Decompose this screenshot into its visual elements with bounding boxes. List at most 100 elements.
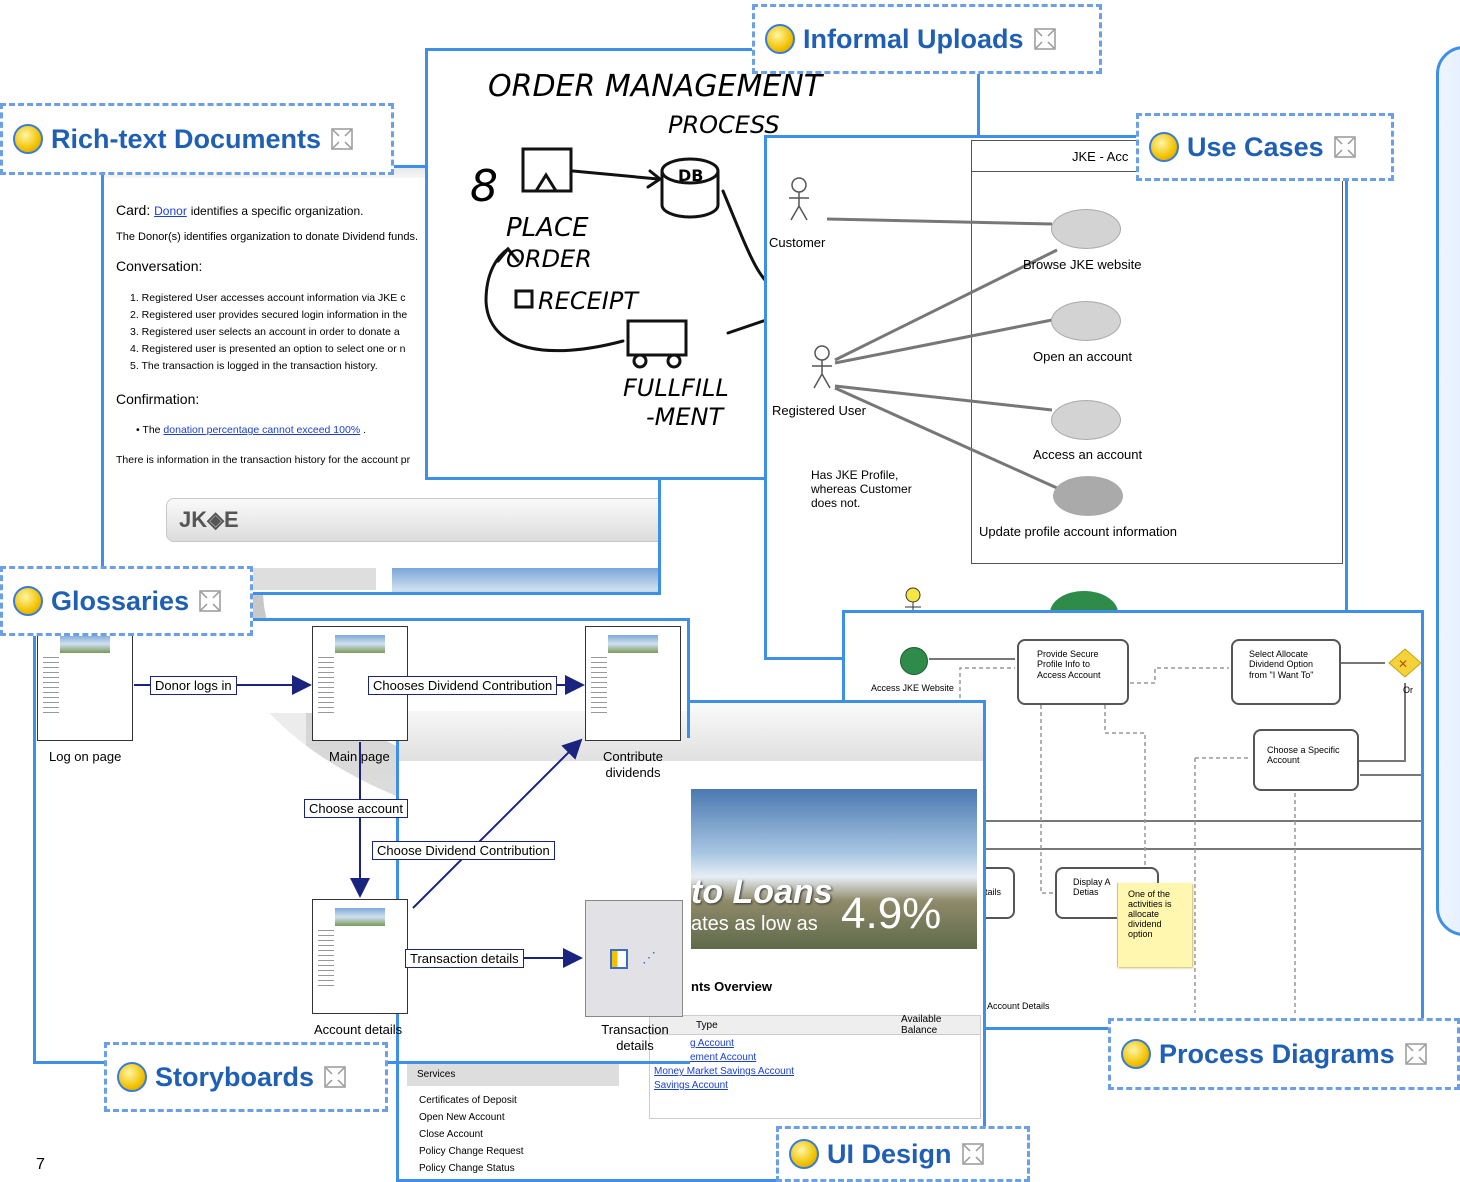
flow-icon: ⋰	[642, 949, 656, 965]
storyboard-account-thumb[interactable]	[312, 899, 408, 1014]
donor-link[interactable]: Donor	[154, 204, 187, 218]
donation-percentage-link[interactable]: donation percentage cannot exceed 100%	[163, 424, 361, 436]
storyboard-arrows	[134, 675, 585, 968]
tag-informal-uploads[interactable]: Informal Uploads	[752, 4, 1102, 74]
transition-choose-dividend: Choose Dividend Contribution	[372, 841, 555, 860]
tag-glossaries[interactable]: Glossaries	[0, 566, 253, 636]
collapse-icon[interactable]	[961, 1143, 984, 1165]
collapse-icon[interactable]	[1033, 28, 1056, 50]
banner-image: to Loans ates as low as 4.9%	[691, 789, 977, 949]
jke-header-bar: JK◈E	[166, 498, 658, 542]
use-case-browse[interactable]	[1051, 209, 1121, 249]
bulb-icon	[765, 24, 795, 54]
bullet-suffix: .	[363, 424, 367, 436]
list-item: 1. Registered User accesses account info…	[130, 292, 406, 304]
sketch-db: DB	[678, 166, 703, 185]
tag-ui-design[interactable]: UI Design	[776, 1126, 1030, 1182]
history-line: There is information in the transaction …	[116, 454, 411, 466]
use-case-access-label: Access an account	[1033, 447, 1143, 462]
sketch-order: ORDER	[506, 245, 592, 273]
use-case-update[interactable]	[1053, 476, 1123, 516]
col-balance: Available Balance	[901, 1014, 942, 1036]
transition-donor-logs-in: Donor logs in	[150, 676, 237, 695]
donor-line: The Donor(s) identifies organization to …	[116, 231, 419, 243]
banner-subline: ates as low as	[691, 913, 818, 935]
overview-heading: nts Overview	[691, 979, 772, 994]
storyboard-contribute-thumb[interactable]	[585, 626, 681, 741]
bullet-prefix: • The	[136, 424, 161, 436]
menu-item[interactable]: Certificates of Deposit	[419, 1095, 517, 1106]
bulb-icon	[13, 124, 43, 154]
start-event	[900, 647, 928, 675]
task-choose-specific[interactable]: Choose a Specific Account	[1253, 729, 1359, 791]
sketch-place: PLACE	[506, 213, 589, 243]
menu-item[interactable]: Policy Change Request	[419, 1146, 524, 1157]
ui-design-panel: to Loans ates as low as 4.9% nts Overvie…	[396, 700, 986, 1182]
table-row[interactable]: Money Market Savings Account	[654, 1066, 795, 1077]
use-case-note: Has JKE Profile, whereas Customer does n…	[811, 468, 912, 510]
menu-header: Services	[407, 1063, 619, 1086]
conversation-steps: 1. Registered User accesses account info…	[130, 290, 407, 375]
banner-headline: to Loans	[691, 873, 833, 911]
tag-use-cases[interactable]: Use Cases	[1136, 113, 1394, 181]
sketch-ment: -MENT	[646, 403, 725, 431]
process-note: One of the activities is allocate divide…	[1117, 883, 1192, 967]
tag-rich-text-label: Rich-text Documents	[51, 123, 322, 154]
sketch-eight: 8	[470, 161, 498, 212]
storyboard-transaction-thumb[interactable]: ⋰	[585, 900, 683, 1017]
process-note-text: One of the activities is allocate divide…	[1128, 889, 1172, 939]
collapse-icon[interactable]	[324, 1066, 346, 1088]
card-heading: Card:	[116, 202, 151, 218]
tag-process-diagrams[interactable]: Process Diagrams	[1108, 1018, 1460, 1090]
account-details-label: Account Details	[987, 1001, 1050, 1011]
card-text: identifies a specific organization.	[190, 204, 364, 218]
list-item: 4. Registered user is presented an optio…	[130, 343, 406, 355]
tag-process-diagrams-label: Process Diagrams	[1159, 1038, 1395, 1069]
storyboard-contribute-caption: Contribute dividends	[603, 749, 663, 780]
storyboard-log-on-thumb[interactable]	[37, 626, 133, 741]
collapse-icon[interactable]	[199, 590, 221, 612]
transition-transaction-details: Transaction details	[405, 949, 524, 968]
task-provide-secure-label: Provide Secure Profile Info to Access Ac…	[1037, 649, 1101, 680]
collapse-icon[interactable]	[1333, 136, 1356, 158]
task-details-label: tails	[985, 887, 1002, 897]
task-provide-secure[interactable]: Provide Secure Profile Info to Access Ac…	[1017, 639, 1129, 705]
collapse-icon[interactable]	[331, 128, 353, 150]
use-case-browse-label: Browse JKE website	[1023, 257, 1142, 272]
table-row[interactable]: g Account	[690, 1038, 734, 1049]
gateway-or-label: Or	[1403, 685, 1413, 695]
tag-rich-text-documents[interactable]: Rich-text Documents	[0, 103, 394, 175]
tag-storyboards[interactable]: Storyboards	[104, 1042, 388, 1112]
use-case-panel: JKE - Acc Customer Registered User Brows…	[764, 135, 1348, 660]
col-type: Type	[696, 1019, 718, 1031]
use-case-open-label: Open an account	[1033, 349, 1133, 364]
actor-customer: Customer	[769, 235, 826, 250]
layout-icon	[610, 949, 628, 969]
menu-item[interactable]: Policy Change Status	[419, 1163, 515, 1174]
storyboard-log-on-caption: Log on page	[49, 749, 122, 764]
menu-item[interactable]: Open New Account	[419, 1112, 505, 1123]
use-case-open[interactable]	[1051, 301, 1121, 341]
side-panel-frame	[1436, 46, 1460, 936]
transition-choose-account: Choose account	[304, 799, 408, 818]
tag-informal-uploads-label: Informal Uploads	[803, 23, 1024, 54]
actor-registered-user: Registered User	[772, 403, 866, 418]
bulb-icon	[1149, 132, 1179, 162]
storyboard-transaction-caption: Transaction details	[601, 1022, 669, 1053]
sketch-receipt: RECEIPT	[538, 287, 640, 315]
task-select-allocate[interactable]: Select Allocate Dividend Option from "I …	[1231, 639, 1341, 705]
task-choose-specific-label: Choose a Specific Account	[1267, 745, 1340, 766]
task-display-label: Display A Detias	[1073, 877, 1111, 898]
use-case-access[interactable]	[1051, 400, 1121, 440]
access-site-label: Access JKE Website	[871, 683, 954, 693]
use-case-update-label: Update profile account information	[979, 524, 1178, 539]
collapse-icon[interactable]	[1404, 1043, 1427, 1065]
menu-item[interactable]: Close Account	[419, 1129, 483, 1140]
services-menu: Services Certificates of Deposit Open Ne…	[407, 1063, 619, 1177]
task-select-allocate-label: Select Allocate Dividend Option from "I …	[1249, 649, 1314, 680]
table-row[interactable]: Savings Account	[654, 1080, 728, 1091]
page-number: 7	[36, 1156, 45, 1173]
list-item: 3. Registered user selects an account in…	[130, 326, 400, 338]
table-row[interactable]: ement Account	[690, 1052, 757, 1063]
jke-logo: JK◈E	[179, 507, 239, 532]
